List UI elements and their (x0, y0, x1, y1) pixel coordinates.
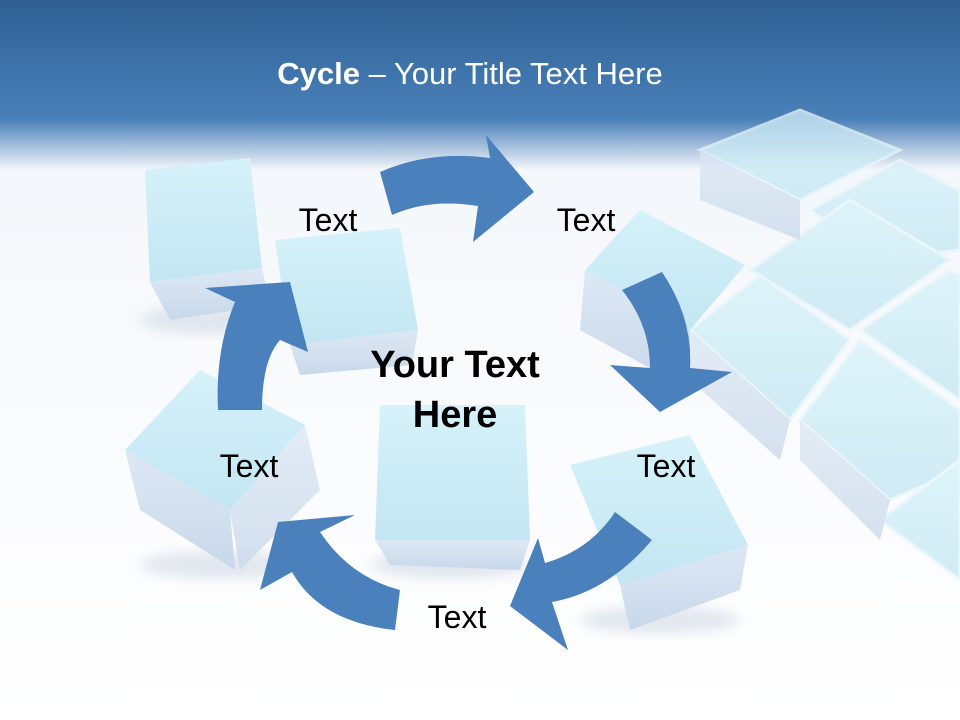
cube (275, 228, 418, 375)
center-text: Your Text Here (370, 344, 540, 436)
slide-title-bold: Cycle (277, 56, 360, 91)
arrow-bottom-left (260, 515, 400, 630)
cube-grid (687, 108, 960, 582)
arrow-top (380, 135, 534, 242)
cycle-node-label-top-right: Text (556, 202, 616, 238)
cube (375, 405, 530, 570)
arrow-bottom-right (510, 512, 652, 650)
arrow-right (610, 272, 732, 412)
cycle-node-label-right: Text (636, 448, 696, 484)
cycle-node-label-top-left: Text (298, 202, 358, 238)
slide-title-rest: – Your Title Text Here (360, 56, 663, 91)
slide-title: Cycle – Your Title Text Here (0, 52, 940, 96)
arrow-left (205, 282, 308, 410)
cycle-arrows (205, 135, 732, 650)
cycle-node-label-left: Text (219, 448, 279, 484)
cycle-node-label-bottom: Text (427, 599, 487, 635)
